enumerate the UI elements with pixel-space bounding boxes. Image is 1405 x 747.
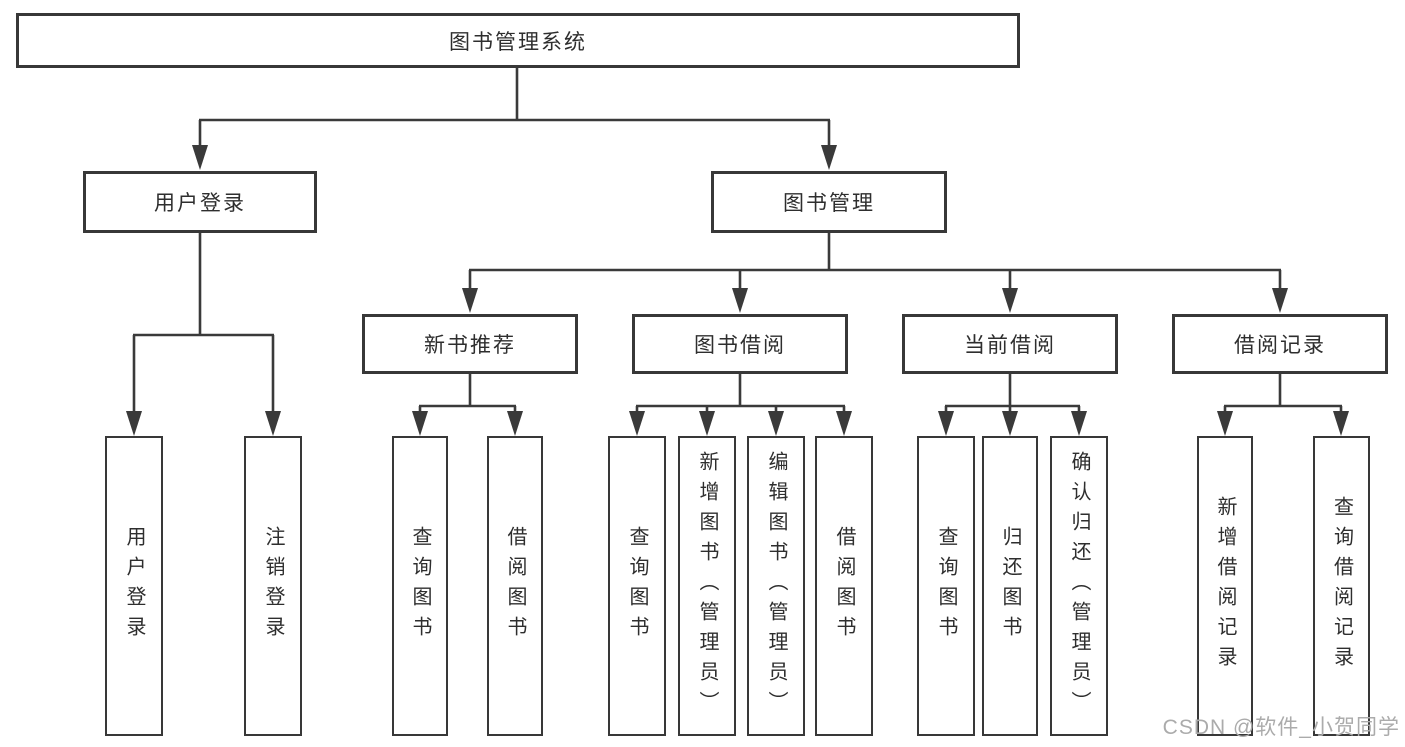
node-label: 确认归还（管理员） xyxy=(1068,451,1090,721)
node-label: 用户登录 xyxy=(154,192,246,215)
node-label: 新书推荐 xyxy=(424,334,516,357)
node-label: 编辑图书（管理员） xyxy=(765,451,787,721)
connector-book-borrow-to-leaves xyxy=(629,374,852,436)
leaf-query-books-current: 查询图书 xyxy=(917,436,975,736)
node-label: 注销登录 xyxy=(262,526,284,646)
leaf-query-books-rec: 查询图书 xyxy=(392,436,448,736)
connector-borrow-records-to-leaves xyxy=(1217,374,1349,436)
node-book-management-branch: 图书管理 xyxy=(711,171,947,233)
leaf-add-borrow-record: 新增借阅记录 xyxy=(1197,436,1253,736)
leaf-borrow-books: 借阅图书 xyxy=(815,436,873,736)
leaf-edit-books-admin: 编辑图书（管理员） xyxy=(747,436,805,736)
node-label: 查询图书 xyxy=(935,526,957,646)
node-label: 查询借阅记录 xyxy=(1330,496,1353,676)
leaf-user-login: 用户登录 xyxy=(105,436,163,736)
node-label: 图书借阅 xyxy=(694,334,786,357)
watermark: CSDN @软件_小贺同学 xyxy=(1162,716,1400,739)
node-label: 图书管理 xyxy=(783,192,875,215)
leaf-return-books: 归还图书 xyxy=(982,436,1038,736)
node-current-borrowing: 当前借阅 xyxy=(902,314,1118,374)
node-label: 归还图书 xyxy=(999,526,1021,646)
connector-new-book-rec-to-leaves xyxy=(412,374,523,436)
node-label: 新增借阅记录 xyxy=(1214,496,1236,676)
node-user-login-branch: 用户登录 xyxy=(83,171,317,233)
connector-root-to-level2 xyxy=(192,68,837,170)
node-book-borrowing: 图书借阅 xyxy=(632,314,848,374)
node-label: 新增图书（管理员） xyxy=(696,451,718,721)
connector-user-login-to-leaves xyxy=(126,233,281,436)
leaf-query-books-borrow: 查询图书 xyxy=(608,436,666,736)
node-root-system: 图书管理系统 xyxy=(16,13,1020,68)
leaf-borrow-books-rec: 借阅图书 xyxy=(487,436,543,736)
node-label: 借阅图书 xyxy=(833,526,855,646)
node-borrowing-records: 借阅记录 xyxy=(1172,314,1388,374)
node-label: 借阅图书 xyxy=(504,526,526,646)
leaf-add-books-admin: 新增图书（管理员） xyxy=(678,436,736,736)
leaf-logout: 注销登录 xyxy=(244,436,302,736)
node-label: 查询图书 xyxy=(409,526,431,646)
node-label: 查询图书 xyxy=(626,526,648,646)
node-label: 借阅记录 xyxy=(1234,334,1326,357)
node-new-book-recommend: 新书推荐 xyxy=(362,314,578,374)
node-label: 图书管理系统 xyxy=(449,30,587,54)
connector-book-mgmt-to-level3 xyxy=(462,233,1288,313)
node-label: 用户登录 xyxy=(123,526,145,646)
leaf-query-borrow-record: 查询借阅记录 xyxy=(1313,436,1370,736)
leaf-confirm-return-admin: 确认归还（管理员） xyxy=(1050,436,1108,736)
connector-current-borrow-to-leaves xyxy=(938,374,1087,436)
node-label: 当前借阅 xyxy=(964,334,1056,357)
